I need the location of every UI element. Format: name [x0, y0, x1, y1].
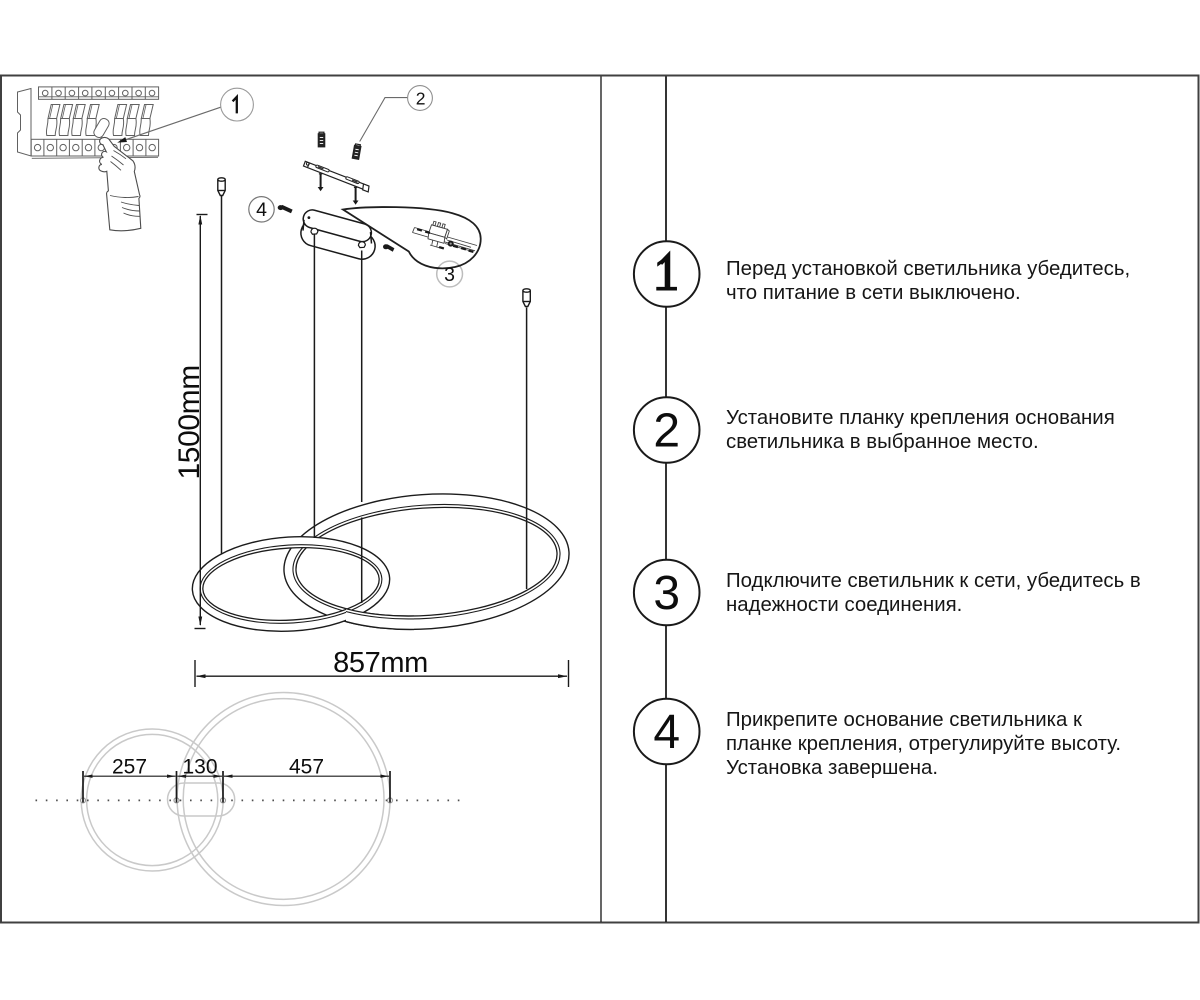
svg-text:857mm: 857mm [333, 647, 428, 679]
svg-text:2: 2 [416, 88, 426, 108]
svg-text:3: 3 [444, 264, 455, 286]
svg-text:257: 257 [112, 756, 147, 779]
svg-text:457: 457 [289, 756, 324, 779]
svg-text:3: 3 [653, 567, 680, 620]
svg-text:1500mm: 1500mm [173, 365, 206, 479]
svg-text:2: 2 [653, 405, 680, 458]
svg-text:1: 1 [653, 249, 680, 302]
svg-text:4: 4 [653, 706, 680, 759]
svg-text:130: 130 [182, 756, 217, 779]
svg-text:4: 4 [256, 199, 267, 221]
